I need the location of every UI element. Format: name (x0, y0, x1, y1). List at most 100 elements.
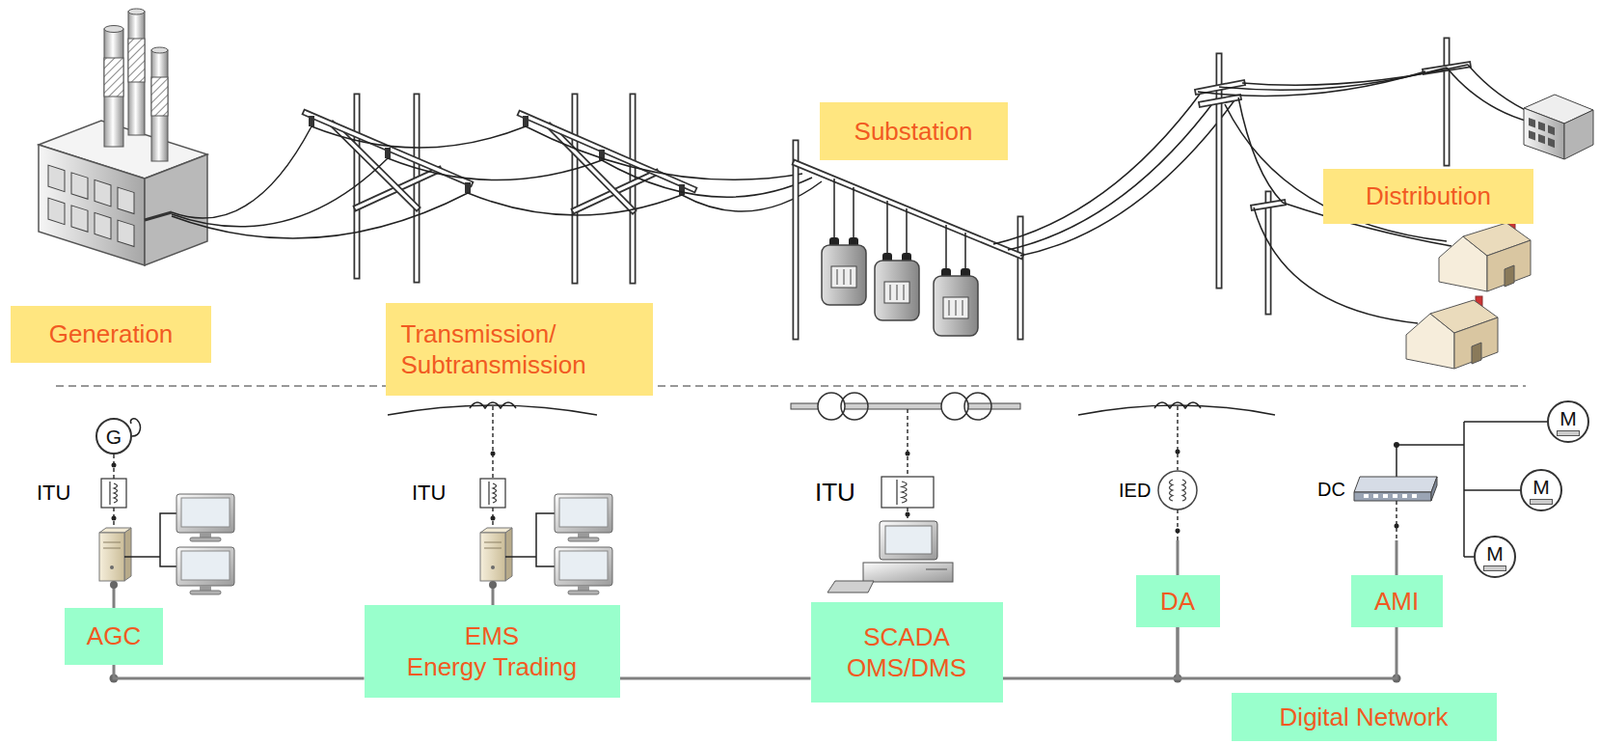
distribution-lines (1444, 40, 1449, 163)
ems-column (554, 546, 613, 595)
distribution-lines (1201, 97, 1239, 105)
device-label: ITU (36, 482, 71, 504)
da-column (1176, 540, 1180, 575)
power-plant (48, 164, 65, 191)
transmission-towers (305, 112, 470, 184)
ems-column (387, 402, 613, 605)
ems-column (554, 493, 613, 542)
power-plant (38, 144, 145, 266)
transmission-towers (522, 115, 529, 127)
da-column (1175, 449, 1181, 455)
substation (886, 200, 889, 254)
transmission-towers (520, 113, 694, 190)
agc-column (101, 478, 127, 508)
power-plant (71, 172, 88, 199)
ems-column (480, 478, 506, 508)
stage-label: Distribution (1323, 168, 1534, 224)
distribution-lines (1538, 134, 1546, 145)
distribution-lines (1547, 137, 1555, 149)
substation (852, 187, 855, 239)
distribution-lines (1523, 108, 1565, 160)
distribution-lines (1197, 40, 1594, 369)
power-plant (94, 212, 111, 239)
ami-column (1411, 493, 1417, 498)
ami-column (1373, 493, 1379, 498)
distribution-lines (1253, 202, 1283, 208)
scada-column (964, 392, 992, 420)
distribution-lines (1528, 117, 1555, 148)
distribution-lines (1201, 97, 1239, 105)
power-plant (128, 11, 145, 136)
power-plant (128, 38, 145, 82)
ami-column (1395, 444, 1398, 477)
device-label: ITU (411, 482, 446, 504)
transmission-towers (678, 184, 685, 195)
ami-column (1394, 523, 1400, 529)
ami-column (1402, 493, 1408, 498)
transmission-towers (549, 126, 633, 211)
text-line: SCADA (846, 621, 967, 653)
power-plant (128, 8, 145, 15)
ami-column (1463, 421, 1465, 557)
device-label: IED (1118, 480, 1151, 500)
separator-line (55, 384, 1526, 387)
scada-column (790, 392, 1021, 593)
substation (945, 224, 948, 270)
text-line: Energy Trading (406, 650, 577, 683)
substation (821, 237, 867, 305)
stage-label: Transmission/ Subtransmission (385, 302, 653, 396)
ems-column (490, 451, 496, 457)
power-plant (104, 57, 124, 97)
transmission-towers (171, 158, 388, 227)
transmission-towers (413, 96, 421, 280)
power-plant (48, 164, 135, 246)
distribution-lines (1564, 109, 1594, 160)
power-plant (151, 47, 168, 54)
agc-column (124, 555, 161, 558)
agc-column (111, 515, 117, 521)
text-line: Transmission/ (401, 318, 587, 351)
power-plant (144, 154, 208, 266)
transmission-towers (525, 126, 803, 180)
substation (793, 142, 798, 337)
transmission-towers (384, 147, 391, 159)
ami-column (1392, 493, 1398, 498)
node-text: M (1486, 542, 1504, 564)
ami-column (1396, 443, 1465, 446)
transmission-towers (630, 96, 635, 281)
node-text: EMS Energy Trading (406, 620, 577, 683)
substation (1020, 100, 1235, 256)
ami-column (1395, 500, 1398, 541)
transmission-towers (171, 126, 312, 218)
power-plant (71, 205, 88, 232)
ami-column (1354, 421, 1547, 575)
transmission-towers (308, 115, 315, 127)
transmission-towers (464, 182, 471, 193)
ami-column (1464, 420, 1547, 423)
meter-bar (1529, 498, 1553, 505)
node-text: M (1559, 407, 1577, 429)
da-column (1158, 470, 1197, 510)
scada-column (906, 408, 909, 477)
ami-column (1354, 491, 1432, 501)
device-label: DC (1317, 479, 1346, 499)
ems-column (505, 555, 537, 558)
transmission-towers (467, 192, 682, 216)
power-plant (151, 77, 168, 116)
meter-symbol: M (1473, 535, 1517, 578)
node-text: Generation (49, 318, 174, 351)
generator-symbol: G (95, 417, 133, 455)
agc-column (109, 580, 118, 589)
distribution-lines (1253, 202, 1283, 208)
distribution-lines (1253, 207, 1418, 324)
bus-connector (620, 677, 812, 680)
agc-column (176, 546, 235, 595)
ami-column (1431, 476, 1438, 501)
power-plant (117, 219, 135, 246)
transmission-towers (601, 160, 813, 197)
distribution-lines (1438, 218, 1531, 292)
distribution-lines (1406, 296, 1498, 369)
node-text: AMI (1374, 585, 1419, 618)
substation (795, 162, 1021, 256)
